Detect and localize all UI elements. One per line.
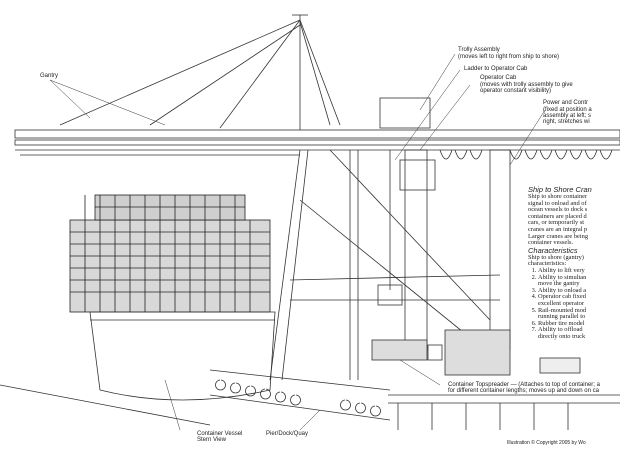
list-item: Rubber tire model	[538, 320, 620, 328]
label-pier: Pier/Dock/Quay	[266, 431, 309, 437]
panel-subtitle: Characteristics	[528, 245, 578, 255]
copyright: Illustration © Copyright 2005 by Wo	[507, 440, 586, 446]
label-cab-desc2: operator constant visibility)	[480, 88, 552, 94]
trolley-assembly	[377, 97, 436, 306]
list-item: Ability to simultan move the gantry	[538, 274, 598, 288]
label-cab-desc1: (moves with trolly assembly to give	[480, 82, 573, 88]
list-item: Ability to onload a	[538, 287, 620, 295]
vessel-hull	[0, 311, 276, 426]
label-topspreader2: for different container lengths; moves u…	[448, 388, 599, 394]
list-item: Operator cab fixed excellent operator	[538, 293, 598, 307]
label-ladder: Ladder to Operator Cab	[464, 66, 528, 72]
pier-deck	[388, 394, 620, 430]
power-cable-loops	[439, 149, 613, 160]
gantry-boom	[14, 129, 620, 156]
label-power-desc2: assembly at left; s	[543, 113, 592, 119]
panel-title: Ship to Shore Cran	[528, 186, 592, 194]
list-item: Ability to offload directly onto truck	[538, 326, 598, 340]
list-item: Ability to lift very	[538, 267, 620, 275]
crane-legs	[269, 149, 511, 381]
label-trolly-title: Trolly Assembly	[458, 47, 500, 53]
list-item: Rail-mounted mod running parallel to	[538, 307, 598, 321]
panel-text: Larger cranes are being	[528, 232, 589, 240]
characteristics-list: Ability to lift very Ability to simultan…	[528, 267, 620, 341]
panel-text: Ship to shore container	[528, 193, 588, 200]
container-stack	[69, 194, 271, 313]
label-vessel: Container Vessel	[197, 431, 243, 437]
label-gantry: Gantry	[40, 73, 59, 79]
info-panel: Ship to Shore Cran Ship to shore contain…	[528, 186, 620, 340]
panel-text: characteristics:	[528, 260, 567, 268]
panel-text: ocean vessels to dock s	[528, 206, 588, 214]
a-frame	[59, 14, 341, 130]
label-power-title: Power and Contr	[543, 100, 589, 106]
panel-text: container vessels.	[528, 239, 574, 247]
label-trolly-desc: (moves left to right from ship to shore)	[458, 54, 560, 60]
pier-fenders	[209, 369, 391, 421]
trucks	[371, 329, 581, 376]
panel-text: cranes are an integral p	[528, 225, 588, 233]
leader-lines	[49, 53, 546, 431]
label-power-desc3: right, stretches wi	[543, 119, 590, 125]
label-topspreader1: Container Topspreader — (Attaches to top…	[448, 382, 600, 388]
panel-text: cars, or temporarily st	[528, 219, 585, 227]
label-power-desc1: (fixed at position a	[543, 107, 592, 113]
panel-text: containers are placed d	[528, 212, 587, 220]
label-cab-title: Operator Cab	[480, 75, 517, 81]
label-vessel-view: Stern View	[197, 437, 226, 443]
panel-text: Ship to shore (gantry)	[528, 253, 584, 261]
panel-text: signal to onload and of	[528, 199, 587, 207]
